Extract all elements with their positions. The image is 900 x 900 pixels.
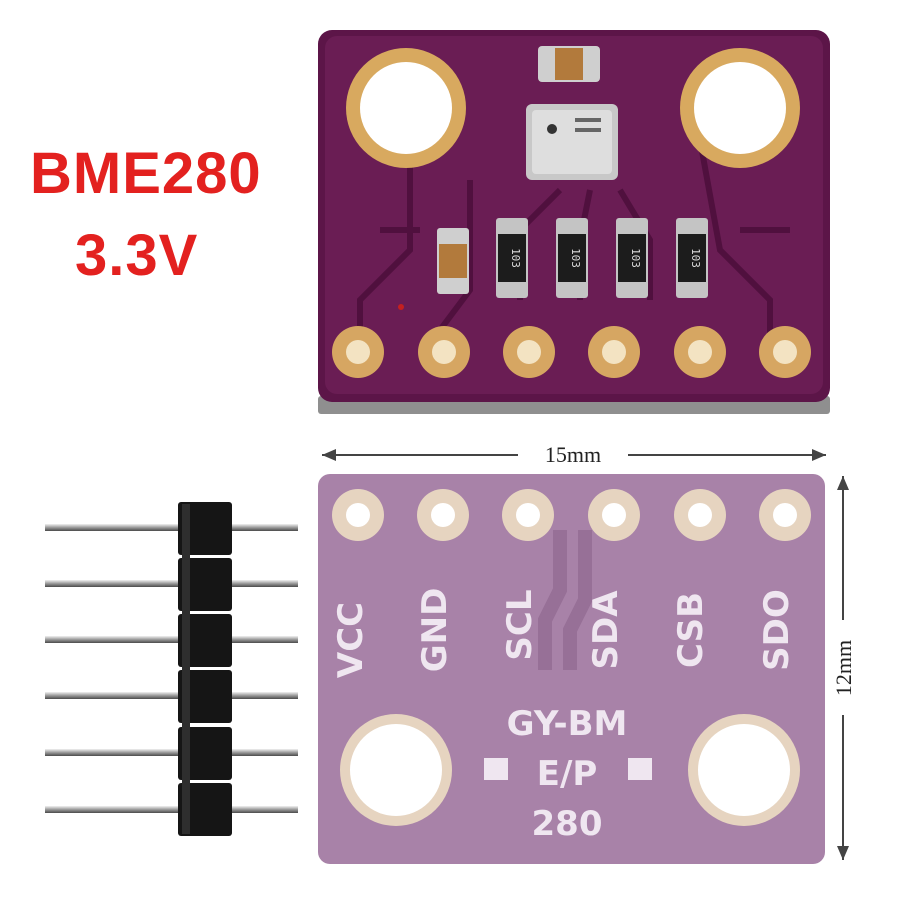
voltage-label: 3.3V: [75, 223, 199, 288]
back-pads: [332, 489, 811, 541]
svg-text:15mm: 15mm: [545, 442, 601, 467]
pcb-back: VCC GND SCL SDA CSB SDO GY-BM E/P 280: [318, 474, 825, 864]
resistor-r2: 103: [556, 218, 588, 298]
width-dimension: 15mm: [322, 442, 826, 467]
resistor-r4: 103: [676, 218, 708, 298]
pin-label-scl: SCL: [500, 589, 540, 660]
svg-text:103: 103: [629, 248, 642, 268]
resistor-r3: 103: [616, 218, 648, 298]
pin-label-sda: SDA: [586, 590, 626, 670]
board-text-line3: 280: [532, 804, 603, 844]
silk-block-left: [484, 758, 508, 780]
mount-hole-left-icon: [346, 48, 466, 168]
height-dimension: 12mm: [831, 476, 856, 860]
pin-label-gnd: GND: [415, 588, 455, 673]
pin-label-sdo: SDO: [757, 589, 797, 671]
mount-hole-right-icon: [680, 48, 800, 168]
pin-header: [45, 502, 298, 836]
pin-label-csb: CSB: [671, 592, 711, 668]
svg-text:103: 103: [689, 248, 702, 268]
product-title: BME280: [30, 141, 262, 206]
resistor-r1: 103: [496, 218, 528, 298]
svg-text:103: 103: [509, 248, 522, 268]
header-pins: [45, 524, 298, 813]
front-pads: [332, 326, 811, 378]
pcb-front: 103 103 103 103: [318, 30, 830, 414]
header-plastic-body: [178, 502, 232, 836]
board-text-line1: GY-BM: [507, 704, 628, 744]
svg-text:103: 103: [569, 248, 582, 268]
board-text-line2: E/P: [537, 754, 598, 794]
pin-label-vcc: VCC: [331, 602, 371, 678]
back-hole-left-icon: [340, 714, 452, 826]
back-hole-right-icon: [688, 714, 800, 826]
silk-block-right: [628, 758, 652, 780]
svg-text:12mm: 12mm: [831, 640, 856, 696]
bme280-sensor-chip: [526, 104, 618, 180]
